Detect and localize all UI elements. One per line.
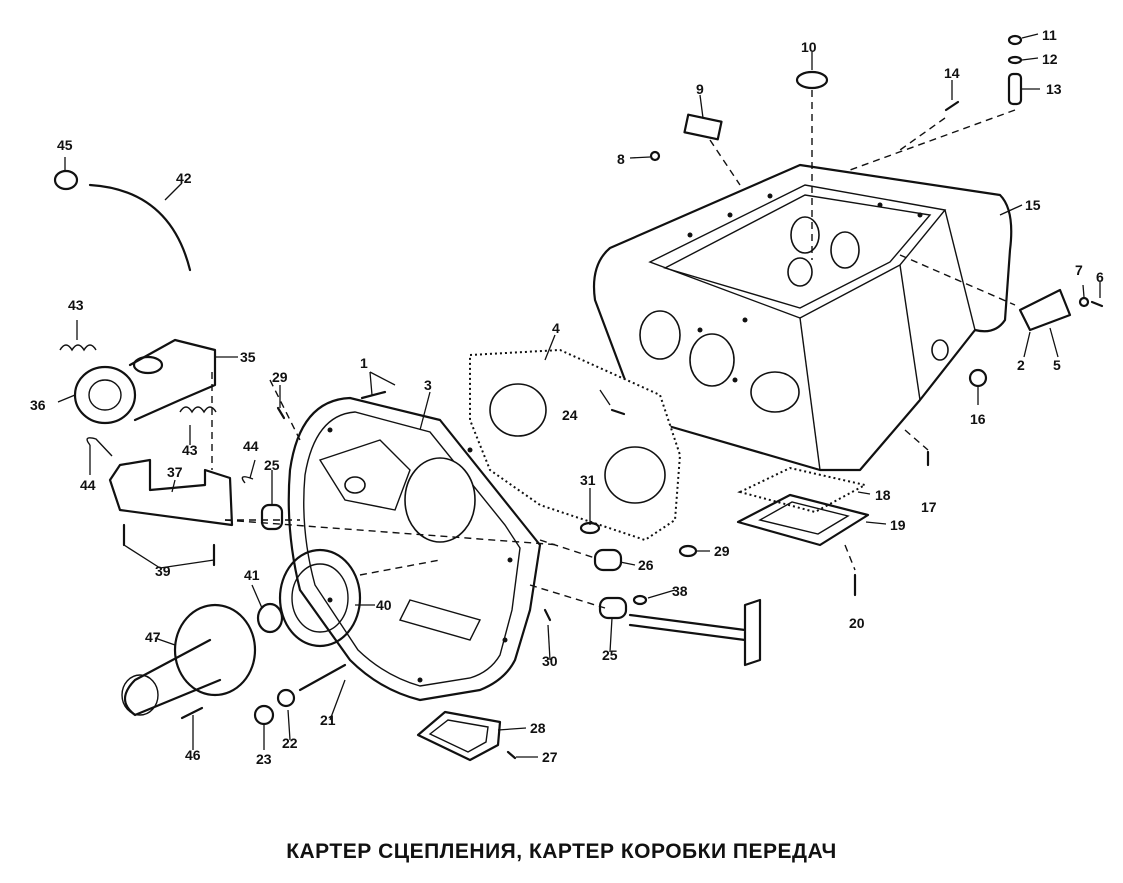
callout-3: 3 xyxy=(424,377,432,393)
bushing-25b xyxy=(598,596,628,620)
bolt-46 xyxy=(180,706,204,720)
gasket-4 xyxy=(469,348,682,542)
screw-6 xyxy=(1090,300,1104,308)
pin-29a xyxy=(276,406,286,420)
ring-41 xyxy=(256,602,284,634)
callout-28: 28 xyxy=(530,720,546,736)
input-sleeve xyxy=(121,603,257,717)
cover-plates xyxy=(736,466,870,547)
plug-16 xyxy=(968,368,988,388)
callout-42: 42 xyxy=(176,170,192,186)
spring-43b xyxy=(179,406,217,414)
pin-44a xyxy=(86,437,113,457)
callout-24: 24 xyxy=(562,407,578,423)
callout-16: 16 xyxy=(970,411,986,427)
callout-12: 12 xyxy=(1042,51,1058,67)
cover-28 xyxy=(416,710,502,762)
fitting-45 xyxy=(53,169,79,191)
callout-30: 30 xyxy=(542,653,558,669)
callout-11: 11 xyxy=(1042,27,1057,43)
washer-22 xyxy=(276,688,296,708)
clutch-housing xyxy=(287,396,542,702)
callout-29a: 29 xyxy=(272,369,288,385)
callout-9: 9 xyxy=(696,81,704,97)
callout-10: 10 xyxy=(801,39,817,55)
callout-36: 36 xyxy=(30,397,46,413)
plate-5 xyxy=(1018,288,1072,332)
bolt-1 xyxy=(360,390,387,400)
pin-29b xyxy=(678,544,698,558)
hose-42 xyxy=(88,183,192,272)
pin-13 xyxy=(1007,72,1023,106)
gearbox-housing xyxy=(592,163,1013,472)
callout-46: 46 xyxy=(185,747,201,763)
callout-8: 8 xyxy=(617,151,625,167)
callout-2: 2 xyxy=(1017,357,1025,373)
callout-22: 22 xyxy=(282,735,298,751)
callout-19: 19 xyxy=(890,517,906,533)
bushing-26 xyxy=(593,548,623,572)
screw-27 xyxy=(506,750,517,760)
callout-26: 26 xyxy=(638,557,654,573)
callout-40: 40 xyxy=(376,597,392,613)
pin-24 xyxy=(610,408,626,416)
screw-8 xyxy=(649,150,661,162)
callout-39: 39 xyxy=(155,563,171,579)
callout-31: 31 xyxy=(580,472,596,488)
callout-44a: 44 xyxy=(80,477,96,493)
pin-38 xyxy=(632,594,648,606)
callout-23: 23 xyxy=(256,751,272,767)
callout-45: 45 xyxy=(57,137,73,153)
pin-14 xyxy=(944,100,960,112)
spring-43a xyxy=(59,344,97,352)
callout-1: 1 xyxy=(360,355,368,371)
pin-30 xyxy=(543,608,552,622)
nut-11 xyxy=(1007,34,1023,46)
callout-41: 41 xyxy=(244,567,260,583)
callout-25b: 25 xyxy=(602,647,618,663)
callout-25a: 25 xyxy=(264,457,280,473)
callout-44b: 44 xyxy=(243,438,259,454)
washer-7 xyxy=(1078,296,1090,308)
callout-13: 13 xyxy=(1046,81,1062,97)
diagram-title: КАРТЕР СЦЕПЛЕНИЯ, КАРТЕР КОРОБКИ ПЕРЕДАЧ xyxy=(286,840,837,863)
callout-43a: 43 xyxy=(68,297,84,313)
callout-labels: 1 2 3 4 5 6 7 8 9 10 11 12 13 14 15 16 1… xyxy=(30,27,1104,767)
callout-5: 5 xyxy=(1053,357,1061,373)
callout-4: 4 xyxy=(552,320,560,336)
leader-lines xyxy=(57,33,1101,758)
callout-6: 6 xyxy=(1096,269,1104,285)
callout-38: 38 xyxy=(672,583,688,599)
plate-9 xyxy=(683,113,723,141)
release-fork xyxy=(108,458,234,527)
shaft-38 xyxy=(628,598,762,667)
callout-35: 35 xyxy=(240,349,256,365)
callout-20: 20 xyxy=(849,615,865,631)
callout-17: 17 xyxy=(921,499,937,515)
bushing-25a xyxy=(260,503,284,531)
plug-10 xyxy=(795,70,829,90)
washer-12 xyxy=(1007,55,1023,65)
callout-27: 27 xyxy=(542,749,558,765)
nut-23 xyxy=(253,704,275,726)
seal-cover-40 xyxy=(278,548,362,648)
callout-18: 18 xyxy=(875,487,891,503)
callout-47: 47 xyxy=(145,629,161,645)
stud-21 xyxy=(298,663,347,692)
callout-14: 14 xyxy=(944,65,960,81)
callout-21: 21 xyxy=(320,712,336,728)
callout-37: 37 xyxy=(167,464,183,480)
release-bearing-assembly xyxy=(73,338,217,425)
pin-44b xyxy=(241,476,254,484)
callout-29b: 29 xyxy=(714,543,730,559)
callout-7: 7 xyxy=(1075,262,1083,278)
callout-15: 15 xyxy=(1025,197,1041,213)
callout-43b: 43 xyxy=(182,442,198,458)
assembly-lines xyxy=(211,90,1016,609)
